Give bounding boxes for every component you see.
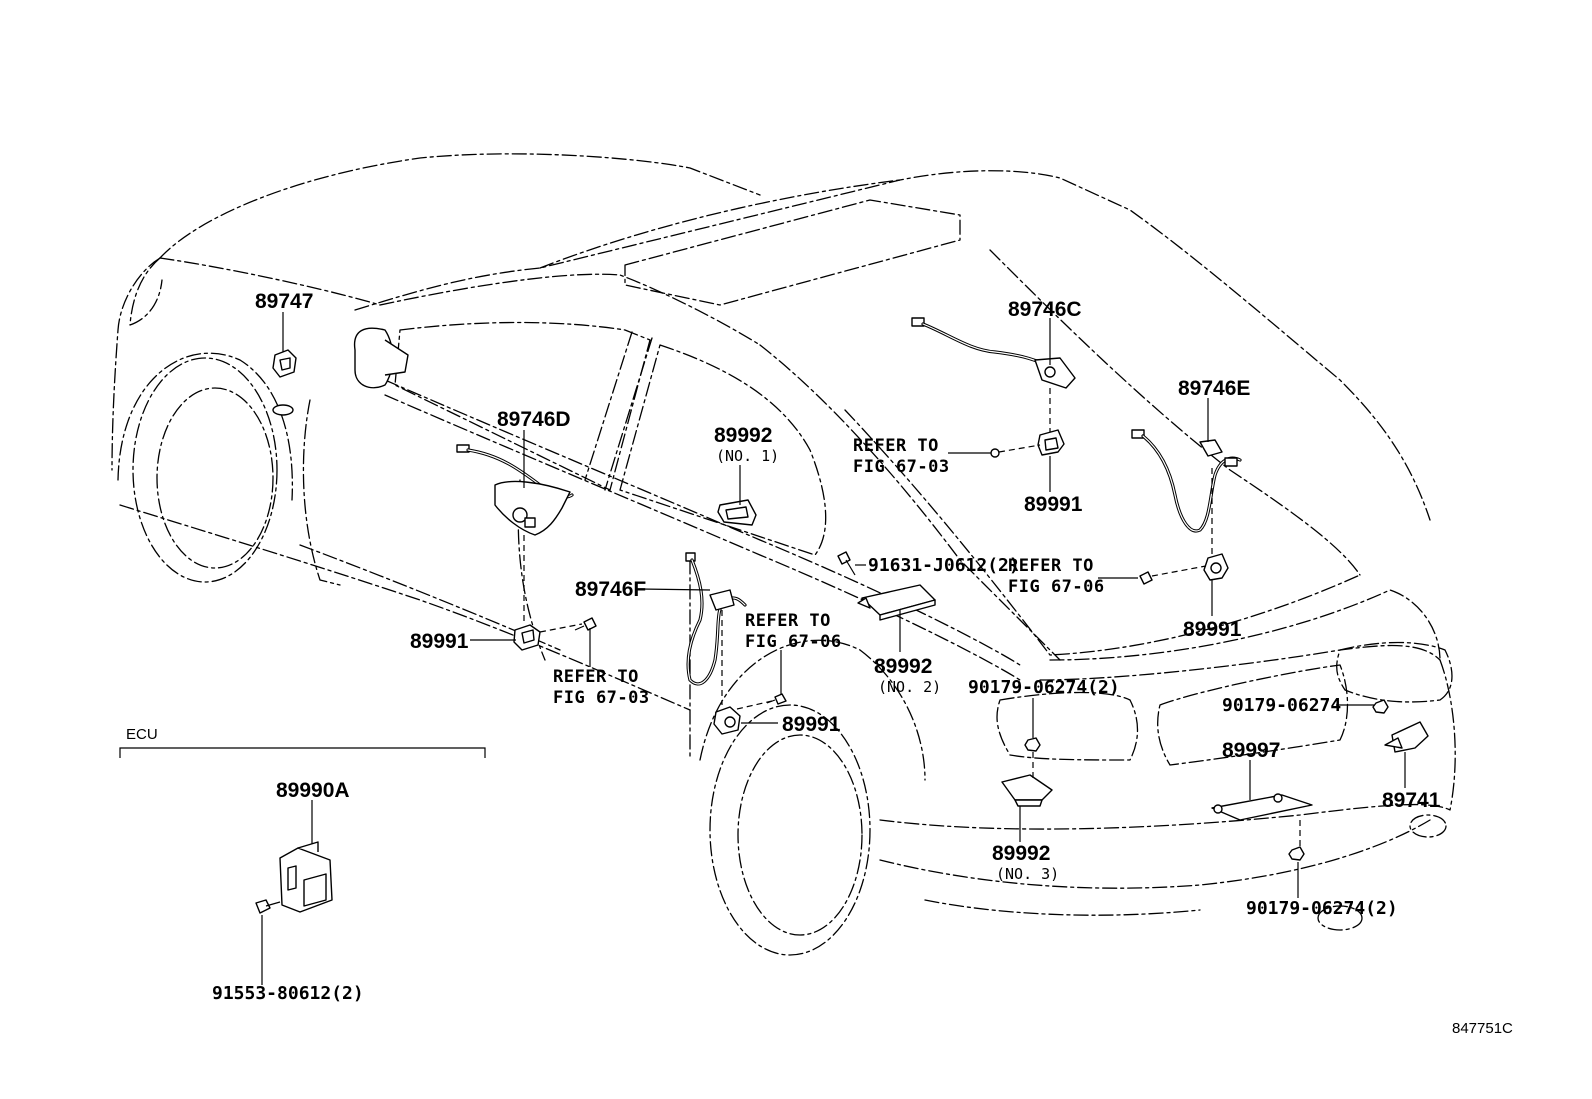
refer-note-4-line2: FIG 67-03 <box>553 688 650 708</box>
label-89991-right: 89991 <box>1183 618 1242 641</box>
label-89992-no1-sub: (NO. 1) <box>716 447 779 465</box>
sensor-89747 <box>272 349 297 378</box>
label-89997: 89997 <box>1222 739 1280 762</box>
figure-code: 847751C <box>1452 1020 1513 1037</box>
refer-note-2-line1: REFER TO <box>1008 556 1094 576</box>
refer-note-2-line2: FIG 67-06 <box>1008 577 1105 597</box>
label-89992-no2-sub: (NO. 2) <box>878 678 941 696</box>
ecu-bracket-89990A <box>279 841 333 913</box>
sensor-89991-upper-middle <box>1037 429 1065 456</box>
label-89992-no3: 89992 <box>992 842 1050 865</box>
sensor-89991-left <box>513 624 541 651</box>
leader-lines <box>119 312 1406 985</box>
harness-89746D <box>456 444 574 536</box>
label-89746C: 89746C <box>1008 298 1082 321</box>
module-89992-no2 <box>857 584 936 621</box>
harness-89746F <box>685 552 747 686</box>
bolt-centre <box>766 693 787 705</box>
refer-note-1-line1: REFER TO <box>853 436 939 456</box>
car-body-outline <box>111 153 1456 956</box>
label-89991-centre: 89991 <box>782 713 841 736</box>
label-91631: 91631-J0612(2) <box>868 555 1020 576</box>
label-ecu: ECU <box>126 726 158 743</box>
label-89747: 89747 <box>255 290 313 313</box>
sensor-89991-right <box>1203 553 1229 581</box>
label-90179-centre: 90179-06274(2) <box>968 677 1120 698</box>
label-91553: 91553-80612(2) <box>212 983 364 1004</box>
harness-89746E <box>1131 429 1242 533</box>
label-89991-left: 89991 <box>410 630 469 653</box>
nut-90179-right <box>1372 699 1389 714</box>
bolt-right <box>1139 571 1153 585</box>
module-89992-no1 <box>717 499 757 526</box>
part-labels: 89747 89746D 89991 89992 (NO. 1) 89746F … <box>126 290 1513 1037</box>
bracket-89997 <box>1211 793 1313 821</box>
bolt-upper-middle <box>990 448 1000 458</box>
bolt-91553 <box>255 899 281 914</box>
label-89992-no3-sub: (NO. 3) <box>996 865 1059 883</box>
label-90179-right: 90179-06274 <box>1222 695 1341 716</box>
label-89992-no1: 89992 <box>714 424 772 447</box>
label-89741: 89741 <box>1382 789 1441 812</box>
bolt-91631 <box>837 551 856 576</box>
nut-90179-centre <box>1024 737 1041 752</box>
label-89990A: 89990A <box>276 779 350 802</box>
refer-notes: REFER TO FIG 67-03 REFER TO FIG 67-06 RE… <box>553 436 1105 708</box>
sensor-89991-centre <box>713 706 741 735</box>
refer-note-4-line1: REFER TO <box>553 667 639 687</box>
refer-note-3-line2: FIG 67-06 <box>745 632 842 652</box>
refer-note-3-line1: REFER TO <box>745 611 831 631</box>
nut-90179-bottom <box>1288 846 1305 861</box>
label-89746E: 89746E <box>1178 377 1250 400</box>
label-89992-no2: 89992 <box>874 655 932 678</box>
label-90179-bottom: 90179-06274(2) <box>1246 898 1398 919</box>
label-89746D: 89746D <box>497 408 571 431</box>
label-89991-upper-middle: 89991 <box>1024 493 1083 516</box>
bolt-left <box>574 617 597 631</box>
module-89741 <box>1384 721 1429 753</box>
refer-note-1-line2: FIG 67-03 <box>853 457 950 477</box>
label-89746F: 89746F <box>575 578 646 601</box>
harness-89746C <box>911 317 1076 389</box>
module-89992-no3 <box>1001 774 1053 807</box>
